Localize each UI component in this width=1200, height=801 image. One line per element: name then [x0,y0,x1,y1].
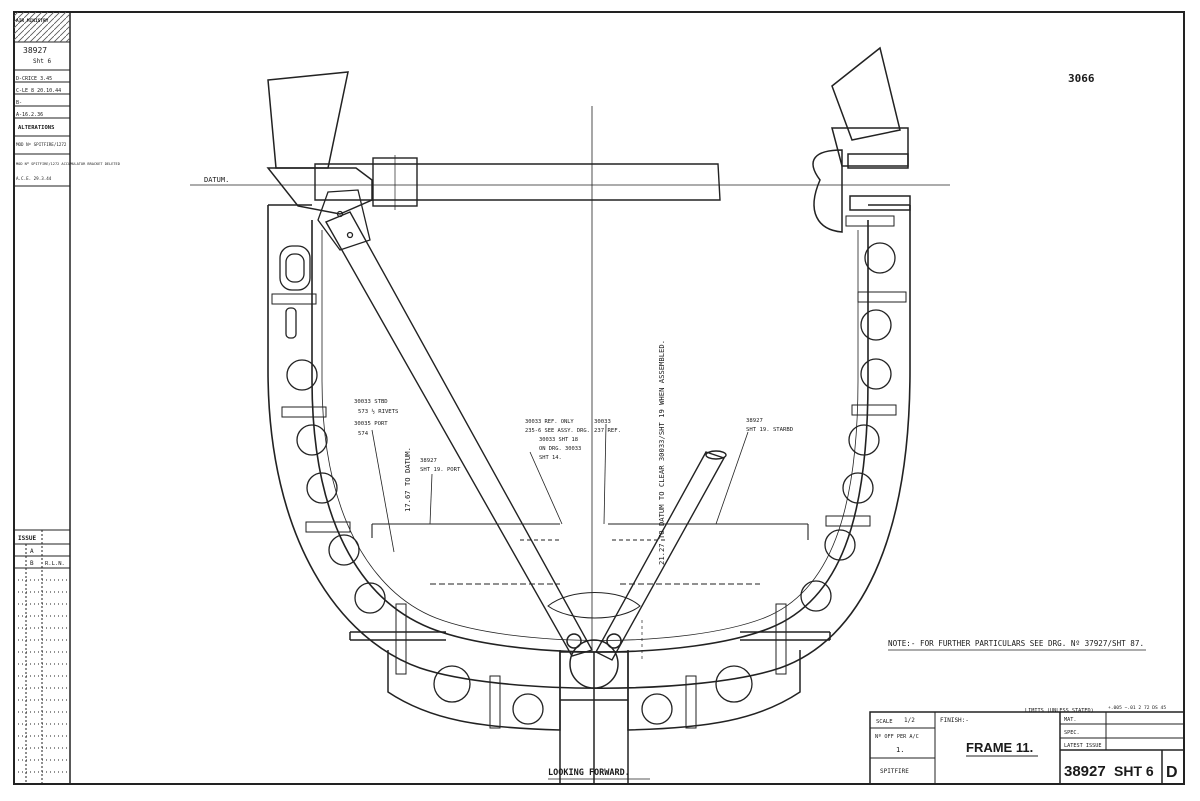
nos-off-label: Nº OFF PER A/C [875,734,919,740]
lightening-holes [286,242,896,725]
strip-drawing-sheet: Sht 6 [33,58,51,65]
left-title-strip [13,11,71,785]
issue-col-rln: R.L.N. [45,561,65,567]
callout-3-line-2: 235-6 SEE ASSY. DRG. [525,428,590,434]
callout-4-line-1: 30033 [594,419,611,425]
callout-3-line-5: SHT 14. [539,455,562,461]
callout-group-5: 38927 SHT 19. STARBD [746,418,794,433]
issue-row-b: B- [16,100,22,106]
bottom-plate [349,631,831,731]
sheet-number: SHT 6 [1114,763,1154,779]
issue-row-d: D-CRICE 3.45 [16,76,52,82]
sheet-ref-number: 3066 [1068,72,1095,85]
callout-3-line-3: 30033 SHT 18 [539,437,578,443]
note-text: NOTE:- FOR FURTHER PARTICULARS SEE DRG. … [888,639,1144,648]
latest-issue-label: LATEST ISSUE [1064,743,1101,749]
callout-2-line-1: 38927 [420,458,437,464]
callout-5-line-2: SHT 19. STARBD [746,427,794,433]
floor-web [371,523,809,585]
finish-label: FINISH:- [940,717,969,724]
callout-1-line-1: 30033 STBD [354,399,388,405]
frame-outer-ring [267,204,911,690]
alteration-b-date: A.C.E. 29.3.44 [16,176,52,181]
title-block [869,711,1185,785]
diagonal-struts [325,211,727,661]
gusset-bracket [279,189,371,339]
datum-tube [190,155,950,210]
dimension-left: 17.67 TO DATUM. [403,447,412,512]
datum-label: DATUM. [204,176,229,184]
callout-group-4: 30033 237 REF. [594,419,621,434]
upper-longerons [266,46,911,233]
callout-group-2: 38927 SHT 19. PORT [420,458,461,473]
callout-1-line-3: 30035 PORT [354,421,388,427]
issue-row-c: C-LE 8 20.10.44 [16,88,61,94]
limits-value: +.005 −.01 2 72 DS 45 [1108,705,1166,711]
callout-2-line-2: SHT 19. PORT [420,467,461,473]
alteration-b: MOD Nº SPITFIRE/1272 ACCUMULATOR BRACKET… [16,162,120,166]
drawing-number: 38927 [1064,763,1106,780]
callout-1-line-4: 574 [358,431,369,437]
callout-1-line-2: 573 ½ RIVETS [358,408,398,415]
leader-lines [371,423,749,553]
mat-label: MAT. [1064,717,1077,723]
top-stamp: AIR MINISTRY [16,18,49,24]
issue-row-a: A-16.2.36 [16,112,43,118]
limits-label: LIMITS (UNLESS STATED) [1025,708,1094,714]
callout-3-line-4: ON DRG. 30033 [539,446,581,452]
issue-letter: D [1166,764,1178,781]
view-label: LOOKING FORWARD. [548,768,630,778]
part-title: FRAME 11. [966,740,1033,755]
spec-label: SPEC. [1064,730,1080,736]
scale-label: SCALE [876,719,893,725]
aircraft-name: SPITFIRE [880,768,909,775]
dimension-center: 21.27 TO DATUM TO CLEAR 30033/SHT 19 WHE… [657,340,666,565]
issue-col-b: B [30,560,34,567]
riveted-straps [271,215,907,729]
callout-group-3: 30033 REF. ONLY 235-6 SEE ASSY. DRG. 300… [525,419,590,461]
keel-box [547,592,641,785]
strip-drawing-ref: 38927 [23,46,47,55]
sheet-border [13,11,1185,785]
callout-3-line-1: 30033 REF. ONLY [525,419,574,425]
callout-4-line-2: 237 REF. [594,428,621,434]
alterations-heading: ALTERATIONS [18,125,54,131]
issue-label: ISSUE [18,535,36,542]
alteration-a: MOD Nº SPITFIRE/1272 [16,142,67,147]
nos-off-value: 1. [896,746,904,754]
scale-value: 1/2 [904,717,915,724]
callout-5-line-1: 38927 [746,418,763,424]
callout-group-1: 30033 STBD 573 ½ RIVETS 30035 PORT 574 [354,399,398,437]
issue-col-a: A [30,548,34,555]
